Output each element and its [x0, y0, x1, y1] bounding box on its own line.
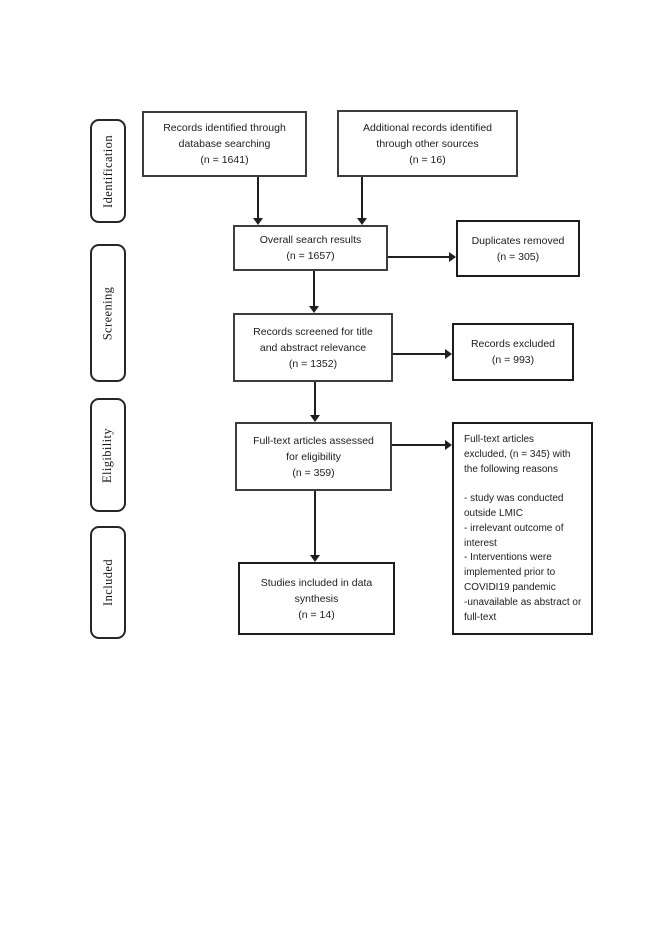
text-line: - Interventions were [464, 552, 552, 564]
arrow-right-screened-to-excluded [393, 353, 446, 355]
stage-label-included: Included [100, 559, 115, 606]
text-line: Full-text articles [464, 434, 535, 445]
text-line: the following reasons [464, 463, 558, 475]
text-line: excluded, (n = 345) with [464, 448, 571, 460]
text-line: (n = 1657) [286, 250, 335, 262]
text-line: - study was conducted [464, 493, 564, 505]
text-line: (n = 1352) [288, 357, 338, 370]
box-additional-records: Additional records identified through oth… [337, 110, 518, 177]
arrow-down-identified-to-overall [257, 177, 259, 219]
text-line: (n = 305) [496, 250, 540, 263]
text-line: Additional records identified [363, 121, 492, 134]
text-line: Records excluded [470, 338, 556, 350]
box-duplicates-removed: Duplicates removed (n = 305) [456, 220, 580, 277]
text-line: full-text [464, 611, 497, 623]
stage-box-screening: Screening [90, 244, 126, 382]
text-line: synthesis [294, 592, 339, 605]
arrow-right-fulltext-to-excluded [392, 444, 446, 446]
text-line: (n = 359) [292, 466, 335, 479]
text-line: (n = 16) [409, 153, 446, 166]
arrow-down-fulltext-to-included [314, 491, 316, 556]
stage-box-identification: Identification [90, 119, 126, 223]
text-line: through other sources [376, 137, 479, 150]
text-line: (n = 14) [298, 608, 335, 621]
stage-label-eligibility: Eligibility [100, 427, 115, 483]
text-line: Records screened for title [253, 325, 373, 338]
text-line [464, 477, 467, 492]
text-line: database searching [178, 138, 271, 150]
box-fulltext-assessed: Full-text articles assessed for eligibili… [235, 422, 392, 491]
text-line: for eligibility [286, 450, 341, 463]
box-overall-search-results: Overall search results (n = 1657) [233, 225, 388, 271]
text-line: Duplicates removed [471, 234, 565, 247]
arrow-down-additional-to-overall [361, 177, 363, 219]
stage-label-identification: Identification [100, 134, 115, 208]
text-line: (n = 1641) [200, 154, 249, 166]
text-line: Full-text articles assessed [253, 434, 374, 447]
text-line: and abstract relevance [259, 341, 367, 354]
text-line: COVIDI19 pandemic [464, 581, 556, 593]
text-line: -unavailable as abstract or [464, 596, 582, 608]
text-line: Records identified through [163, 122, 286, 134]
arrow-down-screened-to-fulltext [314, 382, 316, 416]
text-line: outside LMIC [464, 507, 523, 519]
box-records-screened: Records screened for title and abstract r… [233, 313, 393, 382]
box-records-identified: Records identified through database searc… [142, 111, 307, 177]
box-records-excluded: Records excluded (n = 993) [452, 323, 574, 381]
text-line: - irrelevant outcome of [464, 522, 564, 534]
stage-box-included: Included [90, 526, 126, 639]
stage-box-eligibility: Eligibility [90, 398, 126, 512]
text-line: Overall search results [259, 234, 362, 246]
text-line: Studies included in data [260, 576, 373, 589]
text-line: interest [464, 537, 497, 549]
text-line: (n = 993) [491, 354, 535, 366]
box-studies-included: Studies included in data synthesis (n = 14… [238, 562, 395, 635]
arrow-down-overall-to-screened [313, 271, 315, 307]
arrow-right-overall-to-duplicates [388, 256, 450, 258]
text-line: implemented prior to [464, 567, 556, 579]
box-fulltext-excluded: Full-text articles excluded, (n = 345) wi… [452, 422, 593, 635]
stage-label-screening: Screening [100, 286, 115, 340]
